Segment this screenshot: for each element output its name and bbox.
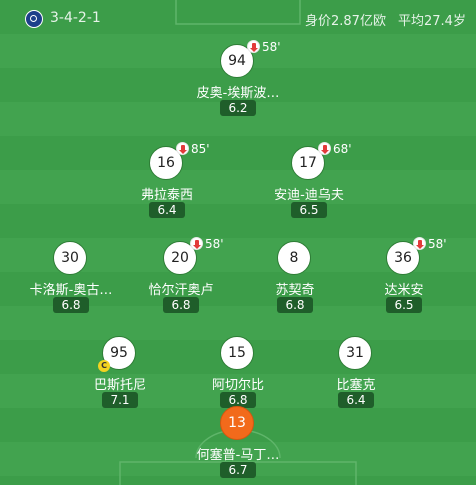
player-rating: 7.1 — [102, 392, 138, 408]
sub-out-icon — [413, 237, 426, 250]
player-card[interactable]: 36 58' 达米安 6.5 — [344, 237, 464, 337]
player-rating: 6.2 — [220, 100, 256, 116]
player-card[interactable]: 8 苏契奇 6.8 — [235, 241, 355, 337]
player-card[interactable]: 15 阿切尔比 6.8 — [178, 336, 298, 432]
sub-minute: 58' — [262, 40, 281, 54]
sub-out-icon — [318, 142, 331, 155]
player-name: 何塞普-马丁… — [196, 448, 280, 463]
lineup-header: 3-4-2-1 身价2.87亿欧 平均27.4岁 — [0, 0, 476, 36]
player-rating: 6.5 — [291, 202, 327, 218]
player-rating: 6.7 — [220, 462, 256, 478]
player-rating: 6.5 — [386, 297, 422, 313]
player-rating: 6.8 — [53, 297, 89, 313]
player-card[interactable]: 20 58' 恰尔汗奥卢 6.8 — [121, 237, 241, 337]
player-card[interactable]: 16 85' 弗拉泰西 6.4 — [107, 142, 227, 242]
player-number[interactable]: 95 — [102, 336, 136, 370]
player-card[interactable]: 30 卡洛斯-奥古… 6.8 — [11, 241, 131, 337]
player-name: 苏契奇 — [275, 283, 315, 298]
player-name: 达米安 — [384, 283, 424, 298]
sub-minute: 85' — [191, 142, 210, 156]
player-number[interactable]: 13 — [220, 406, 254, 440]
player-number[interactable]: 15 — [220, 336, 254, 370]
sub-minute: 58' — [205, 237, 224, 251]
player-number[interactable]: 31 — [338, 336, 372, 370]
player-name: 巴斯托尼 — [93, 378, 146, 393]
player-card-goalkeeper[interactable]: 13 何塞普-马丁… 6.7 — [178, 406, 298, 485]
sub-out-icon — [176, 142, 189, 155]
player-rating: 6.8 — [163, 297, 199, 313]
player-card[interactable]: 31 比塞克 6.4 — [296, 336, 416, 432]
player-name: 弗拉泰西 — [140, 188, 193, 203]
player-rating: 6.8 — [277, 297, 313, 313]
inter-milan-logo — [25, 10, 43, 28]
player-card[interactable]: 95 C 巴斯托尼 7.1 — [60, 336, 180, 432]
player-name: 皮奥-埃斯波… — [196, 86, 280, 101]
sub-minute: 68' — [333, 142, 352, 156]
player-number[interactable]: 36 — [386, 241, 420, 275]
player-name: 卡洛斯-奥古… — [29, 283, 113, 298]
market-value: 身价2.87亿欧 — [305, 14, 386, 29]
player-number[interactable]: 30 — [53, 241, 87, 275]
player-number[interactable]: 17 — [291, 146, 325, 180]
player-number[interactable]: 8 — [277, 241, 311, 275]
captain-badge: C — [98, 360, 110, 372]
player-card[interactable]: 94 58' 皮奥-埃斯波… 6.2 — [178, 40, 298, 140]
player-name: 恰尔汗奥卢 — [148, 283, 214, 298]
player-rating: 6.4 — [149, 202, 185, 218]
formation-label: 3-4-2-1 — [50, 10, 101, 26]
player-name: 阿切尔比 — [211, 378, 264, 393]
average-age: 平均27.4岁 — [398, 14, 466, 29]
player-rating: 6.8 — [220, 392, 256, 408]
player-card[interactable]: 17 68' 安迪-迪乌夫 6.5 — [249, 142, 369, 242]
sub-minute: 58' — [428, 237, 447, 251]
sub-out-icon — [247, 40, 260, 53]
player-name: 安迪-迪乌夫 — [274, 188, 344, 203]
sub-out-icon — [190, 237, 203, 250]
player-name: 比塞克 — [336, 378, 376, 393]
player-rating: 6.4 — [338, 392, 374, 408]
